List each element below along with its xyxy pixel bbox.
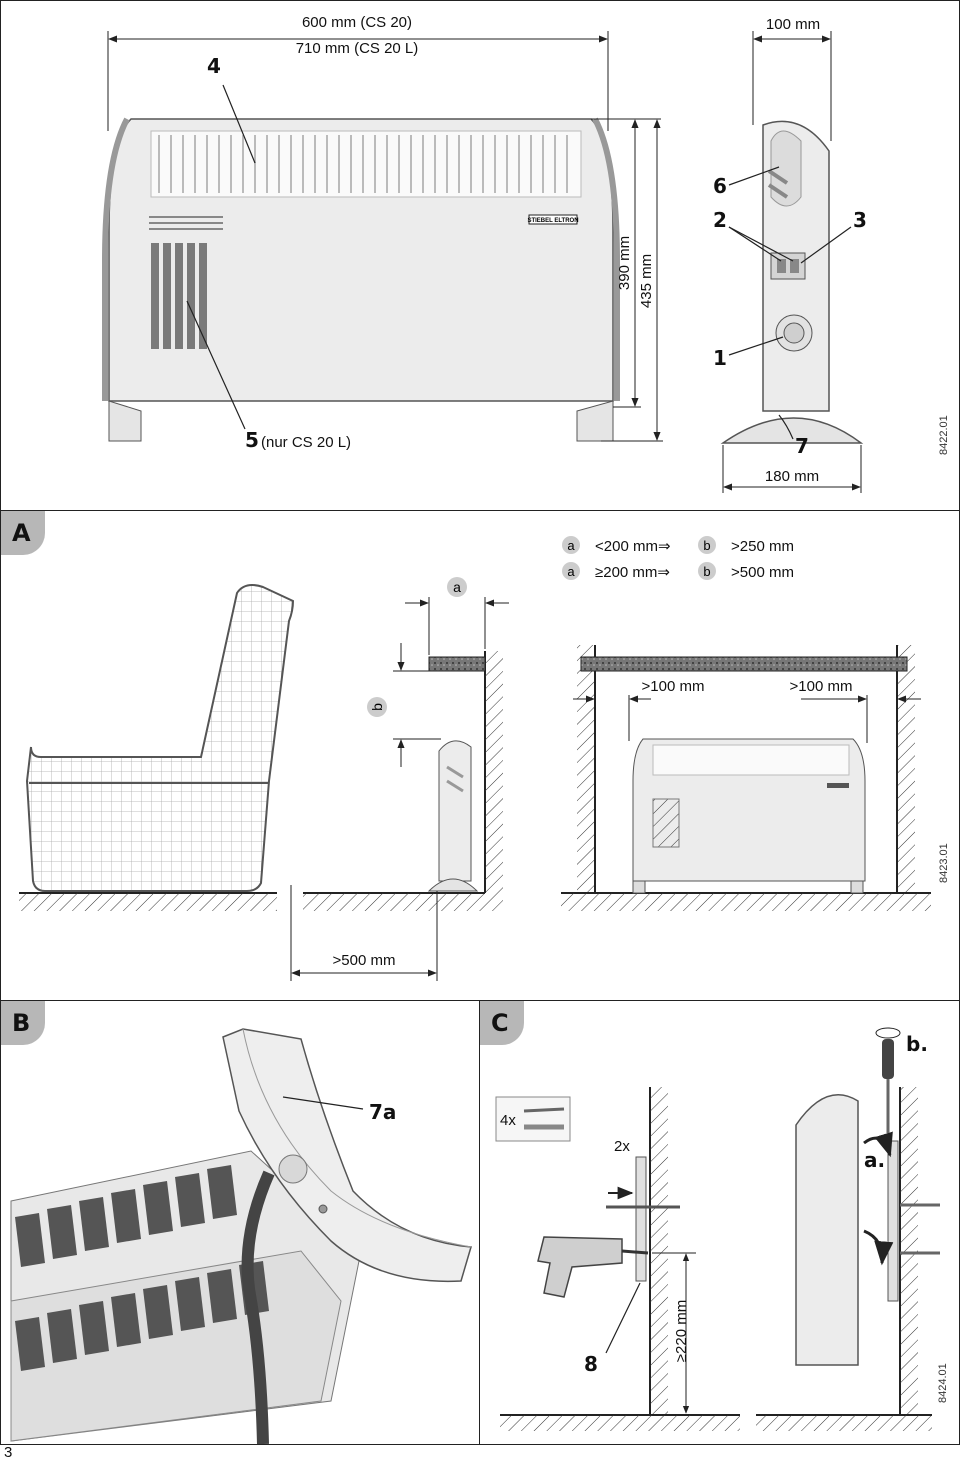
panel-b-stand: 7a B [0, 1000, 481, 1445]
drill-icon [537, 1236, 649, 1298]
heater-side-under-shelf [427, 740, 479, 892]
callout-3: 3 [853, 208, 867, 232]
width-cs20l-label: 710 mm (CS 20 L) [296, 40, 419, 57]
drawing-code-8424: 8424.01 [937, 1363, 949, 1403]
overview-drawing: STIEBEL ELTRON 600 mm (CS 20) 710 mm (CS… [102, 14, 950, 493]
dim-b-label: b [369, 703, 385, 711]
callout-8: 8 [584, 1352, 598, 1376]
top-grille [150, 130, 582, 198]
section-a-letter: A [1, 511, 45, 555]
callout-1: 1 [713, 346, 727, 370]
front-distance-label: >500 mm [333, 952, 396, 969]
clearance-drawing: a b >500 mm a <200 mm⇒ b >250 mm a ≥200 … [19, 536, 950, 981]
callout-5-note: (nur CS 20 L) [261, 434, 351, 451]
brackets-qty-label: 2x [614, 1138, 630, 1155]
height-body-label: 390 mm [616, 236, 633, 290]
heater-front-view: STIEBEL ELTRON [102, 117, 620, 442]
page-number: 3 [4, 1444, 13, 1461]
panel-a-clearances: a b >500 mm a <200 mm⇒ b >250 mm a ≥200 … [0, 510, 960, 1002]
drawing-code-8423: 8423.01 [938, 843, 950, 883]
step-a-label: a. [864, 1148, 885, 1172]
dim-b-badge [367, 697, 387, 717]
brand-text: STIEBEL ELTRON [527, 218, 578, 224]
legend-row1-a: <200 mm⇒ [595, 538, 671, 555]
clearance-left-label: >100 mm [642, 678, 705, 695]
legend-row1-b: >250 mm [731, 538, 794, 555]
shelf-above [428, 656, 486, 672]
power-cable [241, 1170, 275, 1444]
foot-width-label: 180 mm [765, 468, 819, 485]
wall-mount-drawing: 4x 2x ≥220 mm 8 a. b. 8424.01 [495, 1027, 949, 1431]
stand-foot-7a [222, 1028, 472, 1283]
screwdriver-icon [875, 1027, 901, 1133]
dim-a-badge [447, 577, 467, 597]
armchair [25, 584, 295, 892]
section-b-letter: B [1, 1001, 45, 1045]
clearance-right-label: >100 mm [790, 678, 853, 695]
heater-wall-mounted [795, 1094, 859, 1366]
overview-panel: STIEBEL ELTRON 600 mm (CS 20) 710 mm (CS… [0, 0, 960, 512]
screws-qty-label: 4x [500, 1112, 516, 1129]
legend-row2-a: ≥200 mm⇒ [595, 564, 670, 581]
legend-a-badge-2: a [567, 564, 575, 579]
shelf-wide [580, 656, 908, 672]
legend-row2-b: >500 mm [731, 564, 794, 581]
wall-bracket [635, 1156, 647, 1282]
heater-side-view [720, 120, 864, 444]
warning-text-block [149, 216, 223, 230]
step-b-label: b. [906, 1032, 928, 1056]
callout-7: 7 [795, 434, 809, 458]
dim-a-label: a [453, 579, 461, 595]
height-total-label: 435 mm [638, 254, 655, 308]
callout-6: 6 [713, 174, 727, 198]
legend-a-badge-1: a [567, 538, 575, 553]
legend-b-badge-1: b [703, 538, 710, 553]
switch-housing [770, 252, 806, 280]
stand-detail-drawing: 7a [10, 1028, 472, 1444]
callout-2: 2 [713, 208, 727, 232]
callout-4: 4 [207, 54, 221, 78]
callout-5: 5 [245, 428, 259, 452]
front-grille-cs20l [151, 243, 207, 349]
panel-c-wall-mount: 4x 2x ≥220 mm 8 a. b. 8424.01 C [479, 1000, 960, 1445]
mount-height-label: ≥220 mm [673, 1300, 690, 1362]
heater-front-small [632, 738, 866, 894]
stand-foot [720, 417, 864, 444]
width-cs20-label: 600 mm (CS 20) [302, 14, 412, 31]
legend-b-badge-2: b [703, 564, 710, 579]
brand-label [528, 214, 578, 225]
drawing-code-8422: 8422.01 [938, 415, 950, 455]
screw-kit-box [495, 1096, 571, 1142]
depth-label: 100 mm [766, 16, 820, 33]
callout-7a: 7a [369, 1100, 396, 1124]
section-c-letter: C [480, 1001, 524, 1045]
